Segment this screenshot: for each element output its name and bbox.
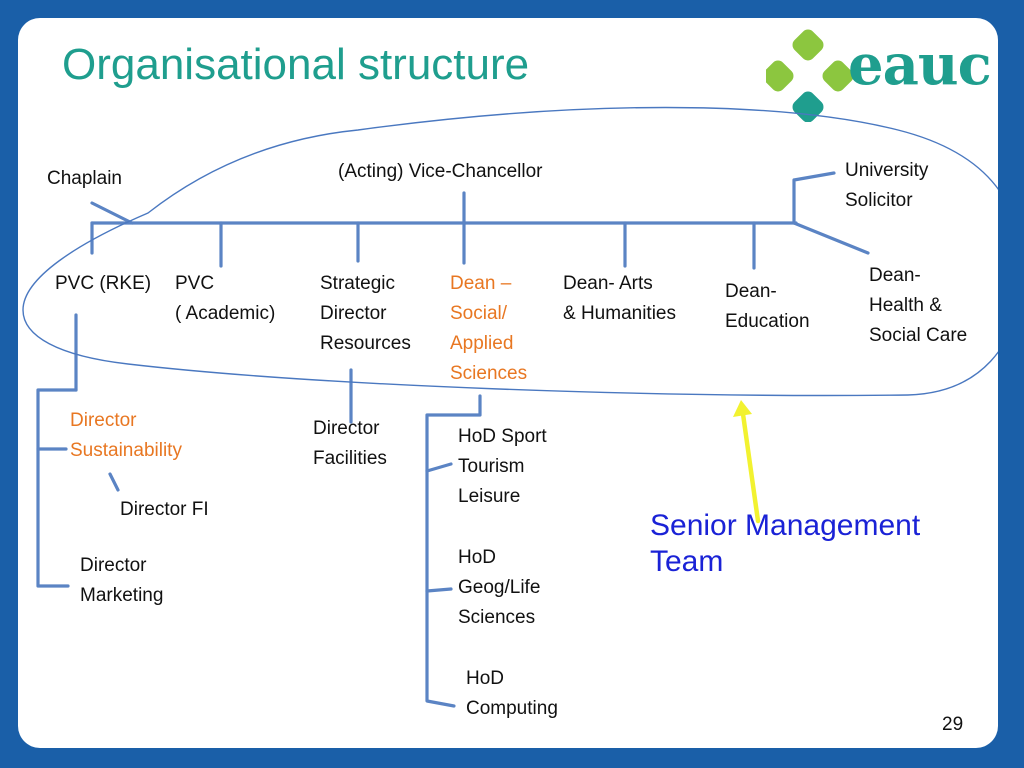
senior-team-ellipse [22,106,998,397]
hod-geog-label: HoD Geog/Life Sciences [458,547,541,628]
strategic-director-label: Strategic Director Resources [320,273,411,354]
leaf-logo-icon [766,29,854,122]
dean-health-label: Dean- Health & Social Care [869,265,968,346]
arrow-head-icon [733,400,752,417]
org-chart-connectors [22,106,998,708]
hod-computing-label: HoD Computing [466,668,558,719]
director-sustainability-label: Director Sustainability [70,410,182,461]
dean-social-applied-sciences-label: Dean – Social/ Applied Sciences [450,273,528,384]
dean-arts-label: Dean- Arts & Humanities [563,273,676,324]
page-title: Organisational structure [62,40,530,89]
eauc-logo: eauc [766,26,992,122]
slide: Organisational structure eauc [18,18,998,748]
director-fi-label: Director FI [120,499,209,520]
chaplain-label: Chaplain [47,168,122,189]
vice-chancellor-label: (Acting) Vice-Chancellor [338,161,543,182]
logo-wordmark: eauc [848,32,992,98]
senior-management-team-label: Senior Management Team [650,509,921,578]
university-solicitor-label: University Solicitor [845,160,929,211]
page-number: 29 [942,714,964,735]
director-facilities-label: Director Facilities [313,418,387,469]
pvc-academic-label: PVC ( Academic) [175,273,276,324]
hod-sport-label: HoD Sport Tourism Leisure [458,426,547,507]
dean-education-label: Dean- Education [725,281,810,332]
director-marketing-label: Director Marketing [80,555,164,606]
pvc-rke-label: PVC (RKE) [55,273,152,294]
